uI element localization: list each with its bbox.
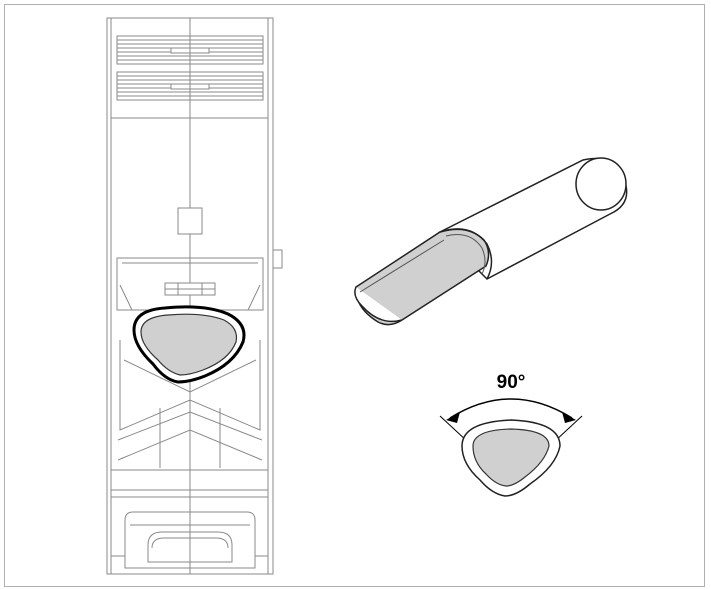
angle-arrow-left: [446, 412, 460, 423]
elbow-nozzle-tool: [354, 157, 628, 326]
side-tab: [272, 249, 283, 269]
bottom-handle: [111, 511, 268, 569]
appliance-unit: [106, 17, 283, 575]
center-clip: [177, 207, 203, 235]
unit-nozzle-highlight: [132, 305, 246, 384]
frame-border: [4, 4, 705, 587]
angle-label: 90°: [497, 372, 526, 393]
nozzle-profile-90-degree: 90°: [439, 372, 583, 497]
angle-arc: [449, 398, 573, 419]
profile-inner: [472, 428, 550, 487]
angle-arrow-right: [562, 412, 576, 423]
